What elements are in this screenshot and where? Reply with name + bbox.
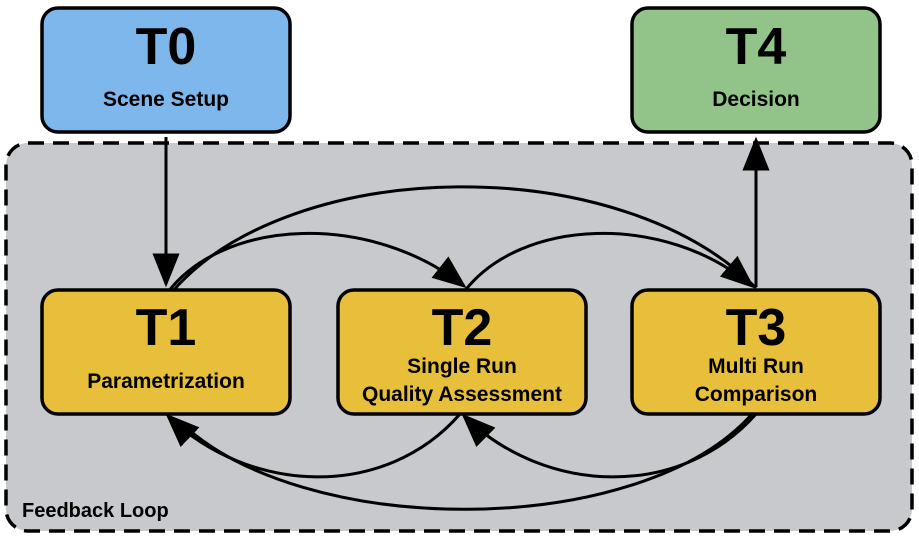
node-t1-box bbox=[40, 288, 292, 416]
node-t4-line-1: Decision bbox=[712, 88, 800, 111]
node-t3-line-1: Multi Run bbox=[708, 355, 804, 378]
feedback-loop-label: Feedback Loop bbox=[22, 500, 169, 522]
node-t3: T3 Multi Run Comparison bbox=[630, 288, 882, 416]
node-t3-id: T3 bbox=[726, 299, 787, 357]
edge-t3-to-t1 bbox=[176, 413, 754, 511]
node-t1-id: T1 bbox=[136, 299, 197, 357]
node-t4-id: T4 bbox=[726, 18, 787, 76]
node-t2: T2 Single Run Quality Assessment bbox=[336, 288, 588, 416]
edge-t3-to-t2 bbox=[461, 413, 758, 479]
node-t3-box bbox=[630, 288, 882, 416]
node-t2-id: T2 bbox=[432, 299, 493, 357]
node-t2-box bbox=[336, 288, 588, 416]
node-t4-box bbox=[630, 6, 882, 134]
edge-t2-to-t3 bbox=[462, 231, 755, 293]
node-t0-box bbox=[40, 6, 292, 134]
node-t3-line-2: Comparison bbox=[695, 383, 818, 406]
edge-t2-to-t1 bbox=[165, 413, 462, 479]
edge-t1-to-t2 bbox=[166, 231, 467, 293]
node-t1-line-1: Parametrization bbox=[87, 370, 245, 393]
node-t4: T4 Decision bbox=[630, 6, 882, 134]
edge-t1-to-t3 bbox=[170, 185, 758, 293]
node-t0-id: T0 bbox=[136, 18, 197, 76]
node-t0-line-1: Scene Setup bbox=[103, 88, 229, 111]
node-t2-line-1: Single Run bbox=[407, 355, 517, 378]
node-t0: T0 Scene Setup bbox=[40, 6, 292, 134]
node-t2-line-2: Quality Assessment bbox=[362, 383, 562, 406]
node-t1: T1 Parametrization bbox=[40, 288, 292, 416]
